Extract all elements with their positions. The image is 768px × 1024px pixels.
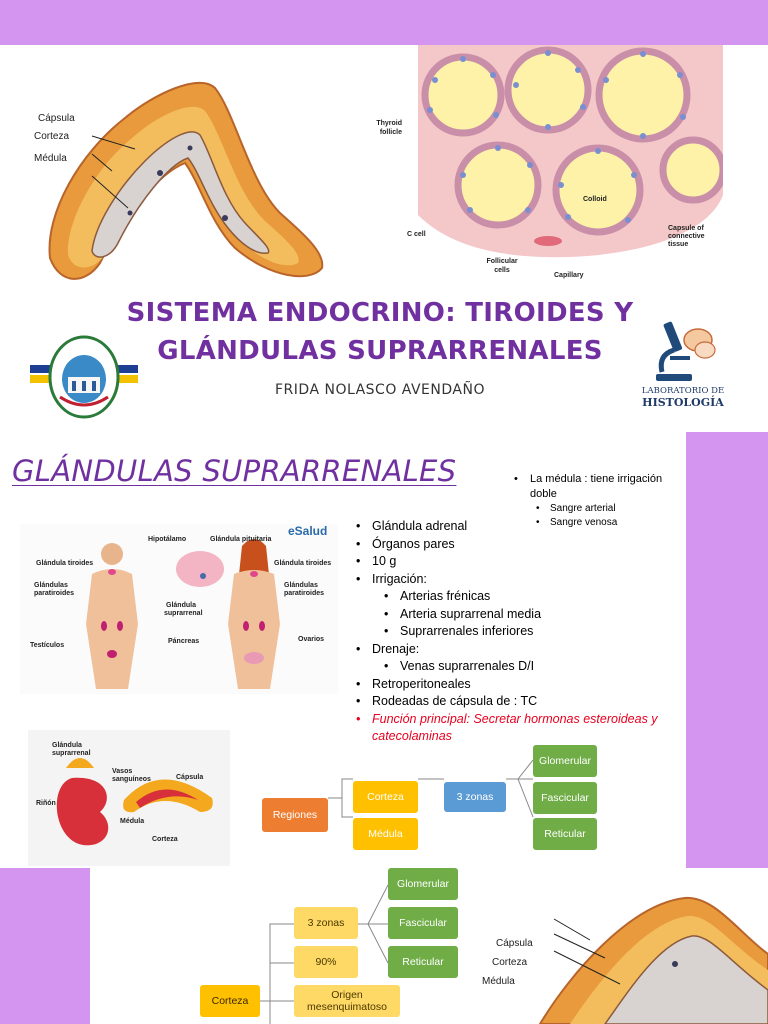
adrenal-histology-image [48, 81, 324, 280]
list-item: Glándula adrenal [350, 518, 686, 536]
glandula-suprarrenal-label: Glándula suprarrenal [52, 742, 91, 757]
slide-cortex: Corteza 3 zonas 90% Origen mesenquimatos… [90, 868, 768, 1024]
list-item: Retroperitoneales [350, 676, 686, 694]
thyroid-follicular-cells-label: Follicular cells [486, 258, 518, 274]
flow-3-zonas: 3 zonas [444, 782, 506, 812]
list-item: Órganos pares [350, 536, 686, 554]
pancreas-label: Páncreas [168, 638, 200, 645]
flow3-90-percent: 90% [294, 946, 358, 978]
flow3-glomerular: Glomerular [388, 868, 458, 900]
adrenal-medula-label: Médula [34, 153, 67, 164]
thyroid-capsule-label: Capsule of connective tissue [668, 225, 705, 248]
tiroides-left-label: Glándula tiroides [36, 560, 94, 567]
slide-adrenal: GLÁNDULAS SUPRARRENALES La médula : tien… [0, 432, 686, 868]
thyroid-c-cell-label: C cell [407, 231, 426, 238]
slide1-title-line1: SISTEMA ENDOCRINO: TIROIDES Y [126, 298, 634, 328]
adrenal2-capsula-label: Cápsula [496, 938, 533, 949]
lab-logo-line1: LABORATORIO DE [641, 386, 725, 396]
list-item: Arterias frénicas [350, 588, 686, 606]
flow-reticular: Reticular [533, 818, 597, 850]
tiroides-right-label: Glándula tiroides [274, 560, 332, 567]
thyroid-capillary-label: Capillary [554, 272, 584, 279]
thyroid-colloid-label: Colloid [583, 196, 607, 203]
list-item: Venas suprarrenales D/I [350, 658, 686, 676]
flow-corteza: Corteza [353, 781, 418, 813]
flow3-corteza: Corteza [200, 985, 260, 1017]
kidney-adrenal-diagram [28, 730, 230, 866]
cortex-flow-connectors [260, 884, 389, 1024]
list-item-main-function: Función principal: Secretar hormonas est… [350, 711, 686, 746]
lab-logo-line2: HISTOLOGÍA [642, 396, 724, 409]
list-item: La médula : tiene irrigación doble [508, 472, 686, 502]
author-name: FRIDA NOLASCO AVENDAÑO [275, 382, 485, 398]
hipotalamo-label: Hipotálamo [148, 536, 187, 543]
thyroid-histology-image [418, 45, 723, 258]
medula-label: Médula [120, 818, 145, 825]
esalud-logo: eSalud [288, 524, 328, 538]
list-item: Irrigación: [350, 571, 686, 589]
pituitaria-label: Glándula pituitaria [210, 536, 272, 543]
flow3-fascicular: Fascicular [388, 907, 458, 939]
endocrine-body-diagram [20, 524, 338, 694]
flow-regiones: Regiones [262, 798, 328, 832]
list-item: Arteria suprarrenal media [350, 606, 686, 624]
adrenal-capsula-label: Cápsula [38, 113, 75, 124]
list-item: 10 g [350, 553, 686, 571]
paratiroides-left-label: Glándulas paratiroides [34, 582, 75, 597]
slide2-title: GLÁNDULAS SUPRARRENALES [12, 454, 457, 488]
top-band [0, 0, 768, 45]
flow3-origen: Origen mesenquimatoso [294, 985, 400, 1017]
list-item: Rodeadas de cápsula de : TC [350, 693, 686, 711]
adrenal-facts-list: Glándula adrenal Órganos pares 10 g Irri… [350, 518, 686, 746]
testiculos-label: Testículos [30, 642, 65, 649]
suprarrenal-label: Glándula suprarrenal [164, 602, 203, 617]
adrenal-corteza-label: Corteza [34, 131, 70, 142]
ovarios-label: Ovarios [298, 636, 325, 643]
adrenal2-corteza-label: Corteza [492, 957, 528, 968]
slide-title: Cápsula Corteza Médula Thyroid follicle … [0, 45, 768, 432]
capsula-label: Cápsula [176, 774, 204, 781]
list-item: Sangre arterial [508, 502, 686, 516]
flow-fascicular: Fascicular [533, 782, 597, 814]
paratiroides-right-label: Glándulas paratiroides [284, 582, 325, 597]
flow3-reticular: Reticular [388, 946, 458, 978]
vasos-label: Vasos sanguíneos [112, 768, 151, 783]
flow-glomerular: Glomerular [533, 745, 597, 777]
slide1-title-line2: GLÁNDULAS SUPRARRENALES [157, 336, 603, 366]
thyroid-follicle-label: Thyroid follicle [376, 120, 402, 136]
rinon-label: Riñón [36, 800, 56, 807]
microscope-icon [656, 321, 716, 381]
adrenal-histology-image-2 [538, 896, 768, 1024]
regions-flow-connectors [328, 759, 534, 818]
corteza-label: Corteza [152, 836, 178, 843]
flow3-3-zonas: 3 zonas [294, 907, 358, 939]
adrenal2-medula-label: Médula [482, 976, 515, 987]
list-item: Suprarrenales inferiores [350, 623, 686, 641]
flow-medula: Médula [353, 818, 418, 850]
right-band [686, 432, 768, 868]
university-crest-logo [30, 335, 138, 419]
list-item: Drenaje: [350, 641, 686, 659]
left-band [0, 868, 90, 1024]
